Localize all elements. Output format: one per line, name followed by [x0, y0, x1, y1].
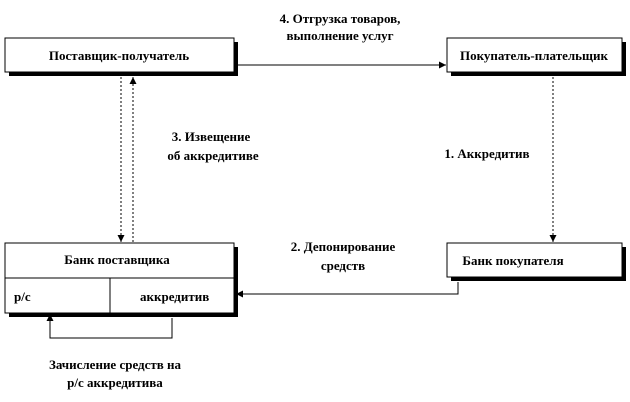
edge-notice-label-1: 3. Извещение	[172, 129, 251, 144]
letter-of-credit-cell-label: аккредитив	[140, 289, 209, 304]
edge-deposit-label-2: средств	[321, 258, 365, 273]
edge-letter-label: 1. Аккредитив	[444, 146, 529, 161]
node-buyer-label: Покупатель-плательщик	[460, 48, 608, 63]
node-supplier-bank-label: Банк поставщика	[64, 252, 170, 267]
node-buyer: Покупатель-плательщик	[446, 37, 626, 76]
node-buyer-bank-label: Банк покупателя	[462, 253, 563, 268]
node-supplier-bank: Банк поставщика р/с аккредитив	[4, 242, 238, 317]
edge-deposit-label-1: 2. Депонирование	[291, 239, 396, 254]
edge-shipment-label-1: 4. Отгрузка товаров,	[280, 11, 401, 26]
node-supplier-label: Поставщик-получатель	[49, 48, 189, 63]
node-buyer-bank: Банк покупателя	[446, 242, 626, 281]
account-cell-label: р/с	[14, 289, 31, 304]
edge-transfer-label-2: р/с аккредитива	[67, 375, 163, 390]
node-supplier: Поставщик-получатель	[4, 37, 238, 76]
arrow-transfer-loop	[46, 314, 173, 339]
edge-transfer-label-1: Зачисление средств на	[49, 357, 182, 372]
edge-notice-label-2: об аккредитиве	[167, 148, 259, 163]
edge-shipment-label-2: выполнение услуг	[286, 28, 393, 43]
arrow-deposit	[236, 282, 459, 298]
